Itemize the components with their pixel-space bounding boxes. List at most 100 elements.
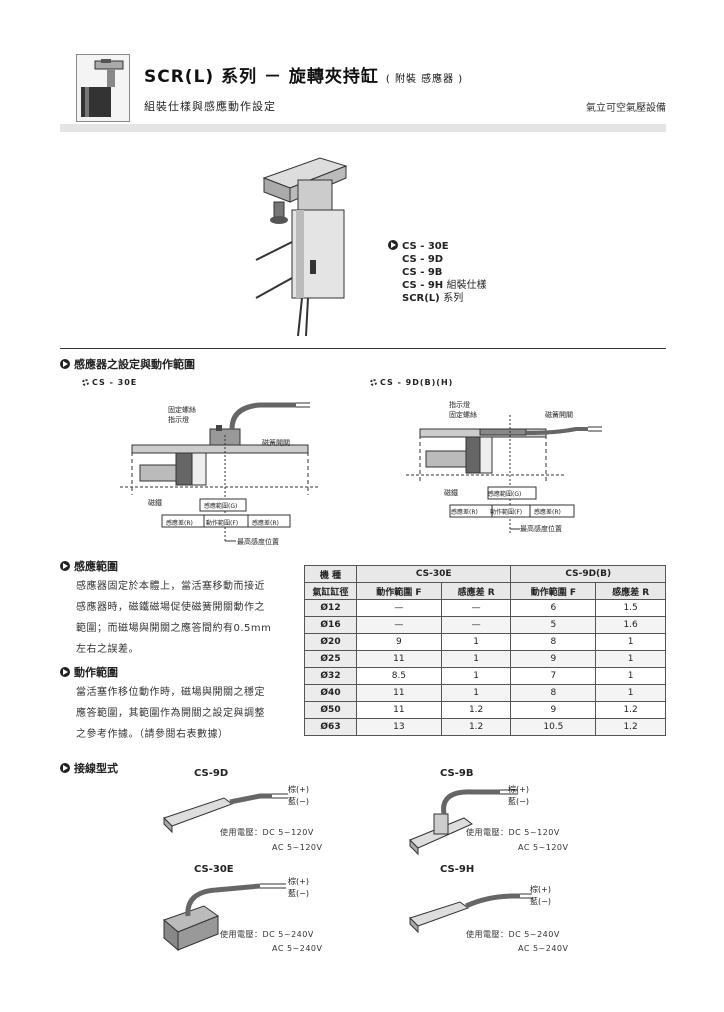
value-cell: 10.5 [510, 718, 597, 736]
label-magnet: 磁鐵 [148, 499, 162, 507]
value-cell: 1.2 [595, 718, 666, 736]
value-cell: 9 [510, 701, 597, 719]
model-item: CS - 9B [402, 267, 443, 278]
model-list: CS - 30E CS - 9D CS - 9B CS - 9H 組裝仕樣 SC… [388, 240, 487, 305]
value-cell: 9 [510, 650, 597, 668]
value-cell: 1 [440, 667, 512, 685]
bore-cell: Ø25 [304, 650, 357, 668]
header-divider [60, 124, 666, 132]
label-indicator-r: 指示燈 [449, 401, 470, 409]
section-divider [60, 348, 666, 349]
value-cell: 7 [510, 667, 597, 685]
label-screw-r: 固定螺絲 [449, 411, 477, 419]
product-thumbnail [76, 54, 130, 122]
wiring-model-cs9d: CS-9D [194, 768, 229, 779]
value-cell: 1 [440, 650, 512, 668]
gear-icon [370, 379, 377, 386]
label-diff-r-right-r: 感應差(R) [534, 509, 561, 516]
value-cell: 1.5 [595, 599, 666, 617]
label-peak: 最高感度位置 [237, 538, 279, 546]
sensor-cs9d-illustration [163, 793, 288, 834]
bore-cell: Ø32 [304, 667, 357, 685]
wiring-model-cs9b: CS-9B [440, 768, 474, 779]
label-indicator: 指示燈 [168, 416, 189, 424]
company-name: 氣立可空氣壓設備 [586, 103, 666, 114]
label-diff-r-left-r: 感應差(R) [451, 509, 478, 516]
label-op-range-r: 動作範圍(F) [490, 509, 523, 516]
value-cell: 11 [356, 650, 442, 668]
label-reed: 磁簧開關 [262, 439, 290, 447]
header-diff: 感應差 R [440, 582, 512, 600]
value-cell: 1.6 [595, 616, 666, 634]
value-cell: — [356, 616, 442, 634]
value-cell: 1.2 [440, 701, 512, 719]
header-group-cs30e: CS-30E [355, 565, 512, 583]
value-cell: 8 [510, 684, 597, 702]
bore-cell: Ø16 [304, 616, 357, 634]
model-item: SCR(L) 系列 [402, 293, 464, 304]
wire-brown-label: 棕(+) [508, 785, 529, 794]
bore-cell: Ø50 [304, 701, 357, 719]
header-op-range: 動作範圍 F [510, 582, 597, 600]
bore-cell: Ø40 [304, 684, 357, 702]
sensor-cs9b-illustration [409, 789, 518, 856]
arrow-circle-icon [60, 667, 70, 677]
voltage-ac-cs30e: AC 5~240V [272, 944, 323, 953]
section-title-sense: 感應範圍 [60, 558, 118, 574]
voltage-ac-cs9b: AC 5~120V [518, 843, 569, 852]
arrow-circle-icon [388, 240, 398, 250]
header-model: 機 種 [304, 565, 357, 583]
voltage-dc-cs30e: 使用電壓：DC 5~240V [220, 930, 314, 939]
header-bore: 氣缸缸徑 [304, 582, 357, 600]
value-cell: — [440, 616, 512, 634]
wire-brown-label: 棕(+) [288, 785, 309, 794]
value-cell: — [356, 599, 442, 617]
bore-cell: Ø20 [304, 633, 357, 651]
arrow-circle-icon [60, 561, 70, 571]
sensor-cs9h-illustration [409, 893, 532, 934]
section-title-action: 動作範圍 [60, 664, 118, 680]
label-screw: 固定螺絲 [168, 406, 196, 414]
wire-brown-label: 棕(+) [288, 877, 309, 886]
section-title-wiring: 接線型式 [60, 760, 118, 776]
page-title: SCR(L) 系列 － 旋轉夾持缸 ( 附裝 感應器 ) [144, 67, 464, 87]
value-cell: 1.2 [595, 701, 666, 719]
voltage-ac-cs9h: AC 5~240V [518, 944, 569, 953]
wire-blue-label: 藍(−) [530, 897, 551, 906]
voltage-dc-cs9b: 使用電壓：DC 5~120V [466, 828, 560, 837]
value-cell: 8 [510, 633, 597, 651]
voltage-dc-cs9h: 使用電壓：DC 5~240V [466, 930, 560, 939]
sense-paragraph: 感應器固定於本體上，當活塞移動而接近感應器時，磁鐵磁場促使磁簧開關動作之範圍；而… [76, 581, 272, 655]
label-peak-r: 最高感度位置 [520, 525, 562, 533]
wire-blue-label: 藍(−) [508, 797, 529, 806]
value-cell: 1 [595, 650, 666, 668]
wiring-model-cs30e: CS-30E [194, 864, 234, 875]
value-cell: 11 [356, 684, 442, 702]
voltage-ac-cs9d: AC 5~120V [272, 843, 323, 852]
value-cell: 1 [440, 633, 512, 651]
header-group-cs9d: CS-9D(B) [510, 565, 666, 583]
spec-table: 機 種 CS-30E CS-9D(B) 氣缸缸徑 動作範圍 F 感應差 R 動作… [304, 565, 666, 736]
value-cell: 9 [356, 633, 442, 651]
header-diff: 感應差 R [595, 582, 666, 600]
wire-blue-label: 藍(−) [288, 889, 309, 898]
value-cell: 1.2 [440, 718, 512, 736]
label-range-g: 感應範圍(G) [204, 503, 238, 510]
value-cell: 13 [356, 718, 442, 736]
diagram-cs30e [120, 402, 320, 543]
model-item: CS - 9H 組裝仕樣 [402, 280, 487, 291]
subtitle-cs30e: CS - 30E [82, 378, 137, 387]
label-reed-r: 磁簧開關 [545, 411, 573, 419]
value-cell: 11 [356, 701, 442, 719]
label-diff-r-right: 感應差(R) [252, 520, 279, 527]
value-cell: 1 [440, 684, 512, 702]
model-item: CS - 30E [388, 240, 487, 253]
voltage-dc-cs9d: 使用電壓：DC 5~120V [220, 828, 314, 837]
label-range-g-r: 感應範圍(G) [488, 491, 522, 498]
